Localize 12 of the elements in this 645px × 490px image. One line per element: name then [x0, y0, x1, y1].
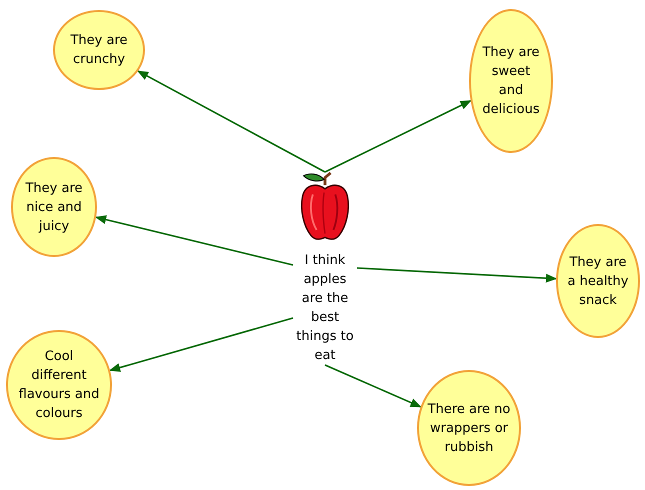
idea-text: They are nice and juicy — [24, 180, 84, 236]
idea-text: They are a healthy snack — [566, 254, 630, 310]
arrow — [356, 267, 558, 283]
arrow — [109, 317, 294, 372]
arrow — [137, 70, 326, 173]
idea-text: There are no wrappers or rubbish — [426, 400, 512, 456]
arrow — [324, 364, 422, 408]
idea-text: Cool different flavours and colours — [18, 348, 100, 423]
central-statement: I think apples are the best things to eat — [295, 252, 355, 365]
arrow — [95, 215, 294, 266]
idea-text: They are crunchy — [69, 32, 129, 69]
idea-text: They are sweet and delicious — [481, 44, 541, 119]
